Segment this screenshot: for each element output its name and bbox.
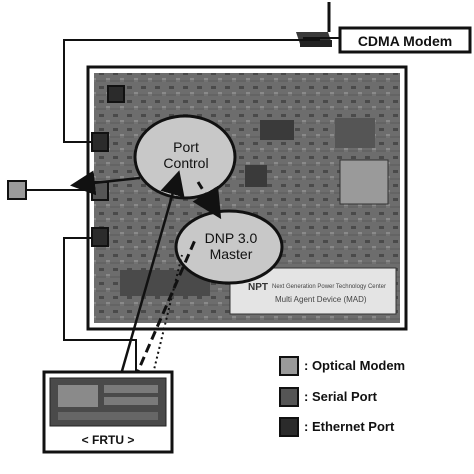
arrow-to-optical <box>70 170 141 196</box>
cdma-modem-label-box: CDMA Modem <box>338 26 472 54</box>
port-control-node: Port Control <box>133 114 237 200</box>
serial-port-1 <box>91 181 109 201</box>
port-control-line2: Control <box>163 155 208 171</box>
frtu-label: < FRTU > <box>82 433 135 447</box>
board-caption-line1: Next Generation Power Technology Center <box>272 284 386 290</box>
legend-swatch-serial <box>279 387 299 407</box>
dashed-link <box>133 239 197 379</box>
port-column <box>91 132 109 247</box>
dotted-link <box>151 254 183 379</box>
board-ethernet-port-top <box>107 85 125 103</box>
legend-optical-label: : Optical Modem <box>304 358 406 373</box>
arrow-port-to-dnp <box>192 181 222 220</box>
legend-ethernet-label: : Ethernet Port <box>304 419 395 434</box>
ethernet-port-2 <box>91 227 109 247</box>
frtu-device: < FRTU > <box>42 370 174 454</box>
dnp-master-line1: DNP 3.0 <box>205 230 258 246</box>
arrows <box>70 170 222 379</box>
external-optical-modem <box>7 180 27 200</box>
board-photo: NPT Next Generation Power Technology Cen… <box>86 65 408 331</box>
board-caption-line2: Multi Agent Device (MAD) <box>275 295 367 304</box>
dnp-master-line2: Master <box>210 246 253 262</box>
legend-serial-label: : Serial Port <box>304 389 377 404</box>
legend-swatches <box>279 356 299 437</box>
port-control-line1: Port <box>173 139 199 155</box>
legend-swatch-optical <box>279 356 299 376</box>
dnp-master-node: DNP 3.0 Master <box>174 209 284 285</box>
board-badge: NPT <box>248 282 268 293</box>
ethernet-port-1 <box>91 132 109 152</box>
legend-swatch-ethernet <box>279 417 299 437</box>
cdma-modem-label: CDMA Modem <box>358 33 452 49</box>
serial-link <box>118 170 185 379</box>
